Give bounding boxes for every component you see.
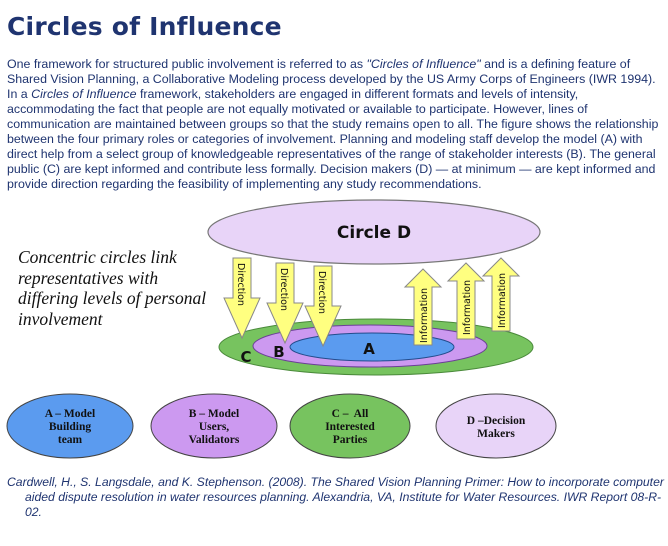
legend-c-line1: C – All — [332, 408, 369, 420]
direction-arrow-3-label: Direction — [316, 271, 327, 314]
legend-b-line2: Users, — [199, 421, 229, 433]
legend-d: D –Decision Makers — [435, 393, 557, 459]
direction-arrow-1-label: Direction — [235, 263, 246, 306]
intro-text-3: framework, stakeholders are engaged in d… — [7, 87, 659, 191]
legend-c-line2: Interested — [325, 421, 375, 433]
legend-c-line3: Parties — [333, 434, 368, 446]
direction-arrow-3: Direction — [304, 265, 342, 348]
legend-d-line2: Makers — [477, 428, 515, 440]
direction-arrow-1: Direction — [223, 257, 261, 340]
circle-d-ellipse — [207, 199, 541, 265]
legend-a: A – Model Building team — [6, 393, 134, 459]
direction-arrow-2-label: Direction — [278, 268, 289, 311]
ring-a — [289, 332, 455, 362]
intro-emphasis-2: Circles of Influence — [31, 87, 137, 101]
circle-d-label: Circle D — [337, 223, 411, 243]
ring-a-label: A — [363, 340, 375, 358]
intro-emphasis-1: "Circles of Influence" — [366, 57, 481, 71]
intro-text-1: One framework for structured public invo… — [7, 57, 367, 71]
legend-d-oval — [435, 393, 557, 459]
legend-a-line1: A – Model — [45, 408, 95, 420]
information-arrow-2-label: Information — [462, 280, 473, 335]
legend-d-line1: D –Decision — [467, 415, 526, 427]
ring-c-label: C — [240, 348, 251, 366]
information-arrow-3-label: Information — [497, 273, 508, 328]
information-arrow-1-label: Information — [419, 288, 430, 343]
ring-b-label: B — [273, 343, 284, 361]
page-title: Circles of Influence — [7, 12, 282, 41]
legend-b: B – Model Users, Validators — [150, 393, 278, 459]
citation: Cardwell, H., S. Langsdale, and K. Steph… — [7, 475, 664, 519]
legend-b-oval — [150, 393, 278, 459]
direction-arrow-2: Direction — [266, 262, 304, 345]
legend-c: C – All Interested Parties — [289, 393, 411, 459]
legend-b-line1: B – Model — [189, 408, 239, 420]
intro-text-2: and is a defining feature of Shared Visi… — [7, 57, 656, 101]
legend-b-line3: Validators — [189, 434, 240, 446]
legend-a-oval — [6, 393, 134, 459]
information-arrow-2: Information — [446, 262, 486, 340]
legend-a-line3: team — [58, 434, 83, 446]
intro-paragraph: One framework for structured public invo… — [7, 57, 663, 192]
information-arrow-3: Information — [481, 257, 521, 332]
legend-a-line2: Building — [49, 421, 91, 433]
diagram-side-note: Concentric circles link representatives … — [18, 247, 207, 329]
legend-c-oval — [289, 393, 411, 459]
information-arrow-1: Information — [403, 268, 443, 346]
